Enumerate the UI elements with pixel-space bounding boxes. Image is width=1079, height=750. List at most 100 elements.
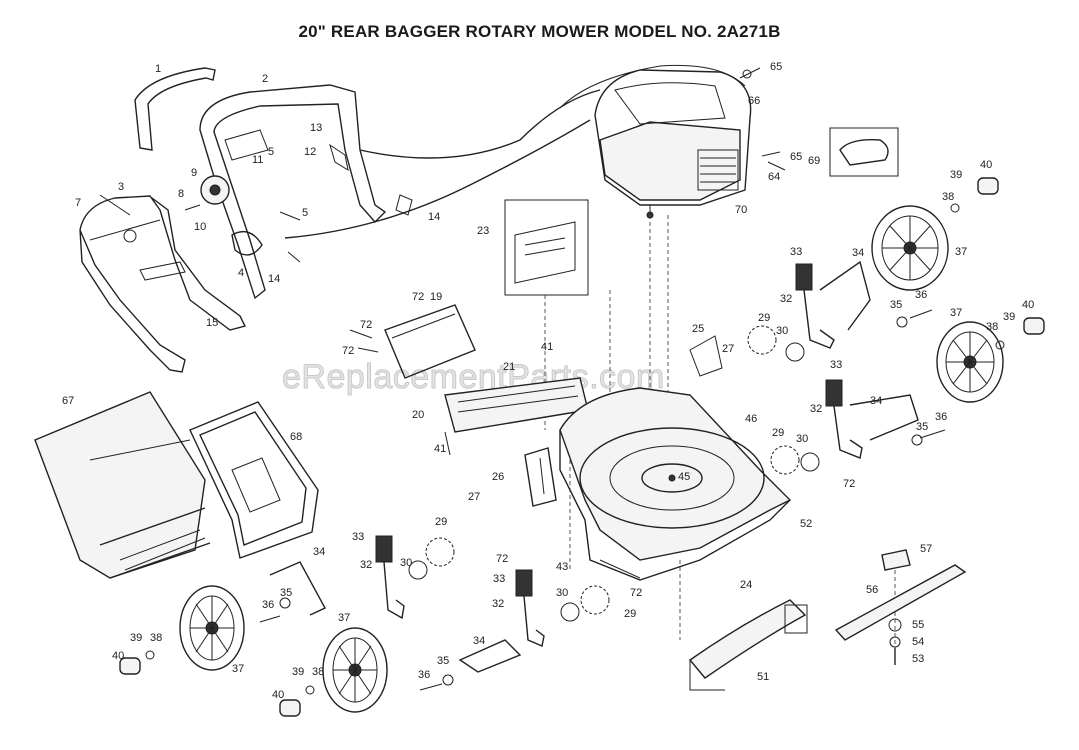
mounting-bracket-26 [524, 447, 557, 507]
label-40a: 40 [980, 159, 992, 171]
rear-shield-21 [444, 377, 589, 456]
wheel-front-left [322, 627, 388, 713]
label-32d: 32 [492, 598, 504, 610]
label-33a: 33 [790, 246, 802, 258]
blade-assembly [834, 549, 967, 665]
part-labels: 1 2 3 4 5 5 7 8 9 10 11 12 13 14 14 15 1… [62, 61, 1034, 701]
upper-handle [134, 67, 387, 300]
label-40c: 40 [112, 650, 124, 662]
label-72c: 72 [342, 345, 354, 357]
label-27b: 27 [722, 343, 734, 355]
label-40d: 40 [272, 689, 284, 701]
label-35c: 35 [280, 587, 292, 599]
rear-door-19 [349, 304, 476, 379]
label-1: 1 [155, 63, 161, 75]
label-53: 53 [912, 653, 924, 665]
label-56: 56 [866, 584, 878, 596]
handle-hardware [99, 143, 413, 243]
diagram-title: 20" REAR BAGGER ROTARY MOWER MODEL NO. 2… [298, 22, 781, 41]
label-34b: 34 [870, 395, 882, 407]
label-11: 11 [252, 154, 263, 166]
label-64: 64 [768, 171, 780, 183]
label-51: 51 [757, 671, 769, 683]
label-34d: 34 [473, 635, 485, 647]
wheel-hardware [119, 177, 1045, 717]
label-27a: 27 [468, 491, 480, 503]
label-3: 3 [118, 181, 124, 193]
label-39a: 39 [950, 169, 962, 181]
wheel-front-right [871, 205, 949, 291]
label-35a: 35 [890, 299, 902, 311]
label-37a: 37 [955, 246, 967, 258]
label-36b: 36 [935, 411, 947, 423]
label-10: 10 [194, 221, 206, 233]
label-32a: 32 [780, 293, 792, 305]
control-cables [284, 89, 601, 239]
label-37d: 37 [338, 612, 350, 624]
label-46: 46 [745, 413, 757, 425]
label-36c: 36 [262, 599, 274, 611]
label-8: 8 [178, 188, 184, 200]
label-13: 13 [310, 122, 322, 134]
label-37c: 37 [232, 663, 244, 675]
label-57: 57 [920, 543, 932, 555]
label-34a: 34 [852, 247, 864, 259]
height-adjusters [269, 260, 919, 673]
label-12: 12 [304, 146, 316, 158]
label-15: 15 [206, 317, 218, 329]
label-14b: 14 [268, 273, 280, 285]
label-20: 20 [412, 409, 424, 421]
engine-hardware [739, 67, 786, 171]
wheel-rear-right [936, 321, 1004, 403]
wheel-rear-left [179, 585, 245, 671]
lower-handle [79, 195, 247, 373]
label-5b: 5 [302, 207, 308, 219]
label-23: 23 [477, 225, 489, 237]
label-39d: 39 [292, 666, 304, 678]
carburetor-box-23 [504, 199, 589, 296]
label-29a: 29 [758, 312, 770, 324]
label-39b: 39 [1003, 311, 1015, 323]
bag-frame-68 [189, 401, 319, 559]
label-30a: 30 [776, 325, 788, 337]
label-65a: 65 [770, 61, 782, 73]
label-33b: 33 [830, 359, 842, 371]
label-72b: 72 [360, 319, 372, 331]
label-37b: 37 [950, 307, 962, 319]
label-55: 55 [912, 619, 924, 631]
label-19: 19 [430, 291, 442, 303]
label-38d: 38 [312, 666, 324, 678]
fuel-tank-69 [829, 127, 899, 177]
label-33c: 33 [352, 531, 364, 543]
label-14a: 14 [428, 211, 440, 223]
label-7: 7 [75, 197, 81, 209]
label-5a: 5 [268, 146, 274, 158]
label-4: 4 [238, 267, 244, 279]
label-33d: 33 [493, 573, 505, 585]
label-9: 9 [191, 167, 197, 179]
label-35d: 35 [437, 655, 449, 667]
label-72f: 72 [630, 587, 642, 599]
label-69: 69 [808, 155, 820, 167]
baffle-51 [688, 599, 808, 691]
engine [559, 64, 752, 219]
label-30c: 30 [400, 557, 412, 569]
label-34c: 34 [313, 546, 325, 558]
label-29b: 29 [772, 427, 784, 439]
label-36d: 36 [418, 669, 430, 681]
label-32b: 32 [810, 403, 822, 415]
label-66: 66 [748, 95, 760, 107]
label-52: 52 [800, 518, 812, 530]
label-45: 45 [678, 471, 690, 483]
label-26: 26 [492, 471, 504, 483]
label-70: 70 [735, 204, 747, 216]
label-2: 2 [262, 73, 268, 85]
label-72e: 72 [496, 553, 508, 565]
label-43: 43 [556, 561, 568, 573]
label-68: 68 [290, 431, 302, 443]
label-36a: 36 [915, 289, 927, 301]
cable-bracket [184, 175, 301, 263]
label-35b: 35 [916, 421, 928, 433]
label-54: 54 [912, 636, 924, 648]
